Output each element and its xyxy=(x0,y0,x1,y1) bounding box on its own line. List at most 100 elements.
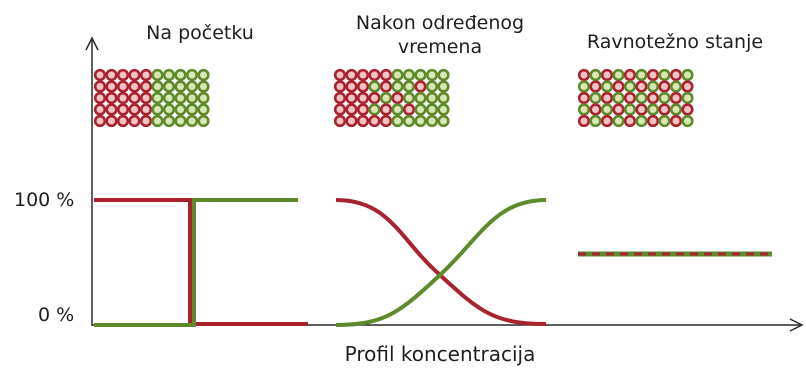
green-particle xyxy=(425,68,439,82)
green-particle xyxy=(623,103,637,116)
green-particle xyxy=(681,114,694,128)
green-particle xyxy=(635,68,648,82)
green-particle xyxy=(612,68,625,82)
green-particle xyxy=(151,91,164,105)
red-particle xyxy=(669,68,683,82)
red-particle xyxy=(669,114,683,128)
red-particle xyxy=(105,80,118,93)
green-particle xyxy=(669,103,683,116)
green-particle xyxy=(197,91,210,105)
red-particle xyxy=(646,68,660,82)
red-particle xyxy=(93,114,107,128)
green-particle xyxy=(437,68,450,82)
red-particle xyxy=(333,114,347,128)
green-particle xyxy=(185,80,199,93)
red-particle xyxy=(635,103,648,116)
green-particle xyxy=(589,91,602,105)
red-particle xyxy=(105,114,118,128)
green-particle xyxy=(425,103,439,116)
red-particle xyxy=(116,103,130,116)
red-particle xyxy=(105,103,118,116)
green-particle xyxy=(151,80,164,93)
red-particle xyxy=(116,68,130,82)
red-particle xyxy=(345,114,358,128)
red-particle xyxy=(414,80,427,93)
red-particle xyxy=(658,103,671,116)
red-particle xyxy=(646,114,660,128)
red-particle xyxy=(345,103,358,116)
red-particle xyxy=(368,91,381,105)
green-particle xyxy=(589,68,602,82)
red-particle xyxy=(379,114,393,128)
red-particle xyxy=(577,114,591,128)
red-particle xyxy=(379,80,393,93)
red-particle xyxy=(379,103,393,116)
red-particle xyxy=(139,103,153,116)
green-particle xyxy=(402,68,416,82)
green-particle xyxy=(162,103,176,116)
green-particle xyxy=(414,103,427,116)
green-particle xyxy=(646,103,660,116)
green-particle xyxy=(635,114,648,128)
red-particle xyxy=(681,80,694,93)
green-particle xyxy=(437,80,450,93)
red-particle xyxy=(333,80,347,93)
profile-initial xyxy=(94,198,308,327)
profile-initial-red-line xyxy=(94,198,308,326)
red-particle xyxy=(345,91,358,105)
profile-intermediate xyxy=(335,198,547,327)
green-particle xyxy=(391,114,404,128)
green-particle xyxy=(162,80,176,93)
red-particle xyxy=(600,91,614,105)
red-particle xyxy=(356,68,370,82)
green-particle xyxy=(185,114,199,128)
green-particle xyxy=(623,80,637,93)
red-particle xyxy=(116,80,130,93)
green-particle xyxy=(589,114,602,128)
red-particle xyxy=(402,103,416,116)
green-particle xyxy=(197,80,210,93)
red-particle xyxy=(356,91,370,105)
green-particle xyxy=(414,68,427,82)
red-particle xyxy=(669,91,683,105)
green-particle xyxy=(197,68,210,82)
green-particle xyxy=(681,68,694,82)
red-particle xyxy=(612,80,625,93)
red-particle xyxy=(658,80,671,93)
red-particle xyxy=(646,91,660,105)
red-particle xyxy=(356,114,370,128)
red-particle xyxy=(93,91,107,105)
green-particle xyxy=(612,91,625,105)
green-particle xyxy=(185,103,199,116)
green-particle xyxy=(681,91,694,105)
x-axis-arrowhead xyxy=(789,318,804,332)
green-particle xyxy=(151,114,164,128)
red-particle xyxy=(128,80,141,93)
y-tick-0-percent: 0 % xyxy=(38,304,75,326)
red-particle xyxy=(391,91,404,105)
green-particle xyxy=(368,103,381,116)
panel-title-initial: Na početku xyxy=(146,22,254,44)
green-particle xyxy=(151,68,164,82)
particle-grid-initial xyxy=(93,68,210,128)
profile-intermediate-green-curve xyxy=(335,198,547,327)
green-particle xyxy=(437,103,450,116)
green-particle xyxy=(368,80,381,93)
green-particle xyxy=(402,114,416,128)
green-particle xyxy=(185,91,199,105)
red-particle xyxy=(128,68,141,82)
green-particle xyxy=(162,91,176,105)
panel-title-intermediate-line1: Nakon određenog xyxy=(355,12,525,34)
green-particle xyxy=(185,68,199,82)
green-particle xyxy=(437,114,450,128)
green-particle xyxy=(162,114,176,128)
red-particle xyxy=(333,103,347,116)
red-particle xyxy=(600,114,614,128)
red-particle xyxy=(612,103,625,116)
red-particle xyxy=(345,68,358,82)
red-particle xyxy=(116,91,130,105)
green-particle xyxy=(414,91,427,105)
green-particle xyxy=(162,68,176,82)
red-particle xyxy=(589,80,602,93)
